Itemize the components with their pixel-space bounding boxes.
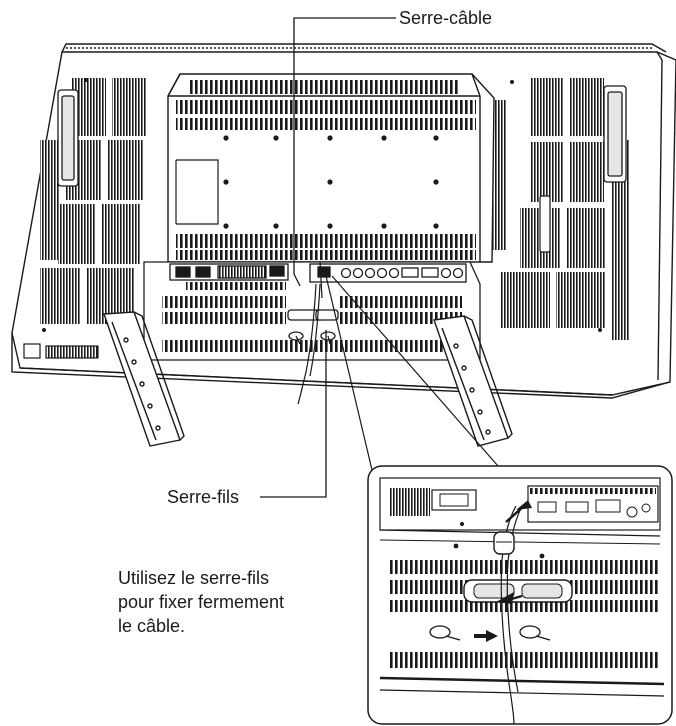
bottom-left-terminals bbox=[23, 343, 99, 359]
leader-cable-tie bbox=[293, 17, 396, 287]
instruction-line-3: le câble. bbox=[118, 616, 186, 636]
right-stand bbox=[433, 315, 513, 447]
instruction-text: Utilisez le serre-fils pour fixer fermem… bbox=[118, 566, 378, 638]
instruction-line-2: pour fixer fermement bbox=[118, 592, 285, 612]
panel-cable-clamps bbox=[287, 309, 339, 345]
terminal-panel-vents bbox=[162, 282, 462, 352]
housing-side-plate bbox=[175, 159, 219, 225]
cable-tie-label: Serre-câble bbox=[399, 8, 493, 28]
right-handle bbox=[603, 85, 627, 183]
side-terminal-strip bbox=[539, 195, 551, 253]
zoom-lines bbox=[325, 275, 499, 471]
wire-clamp-label: Serre-fils bbox=[167, 487, 240, 507]
right-vent-grid bbox=[488, 78, 630, 340]
loose-cable bbox=[297, 261, 323, 405]
detail-inset bbox=[367, 465, 673, 725]
housing-screw-holes bbox=[42, 78, 602, 332]
left-stand bbox=[103, 311, 185, 447]
housing-top-vents bbox=[176, 80, 476, 260]
left-handle bbox=[57, 89, 79, 187]
instruction-line-1: Utilisez le serre-fils bbox=[118, 568, 270, 588]
leader-wire-clamp bbox=[260, 330, 327, 498]
